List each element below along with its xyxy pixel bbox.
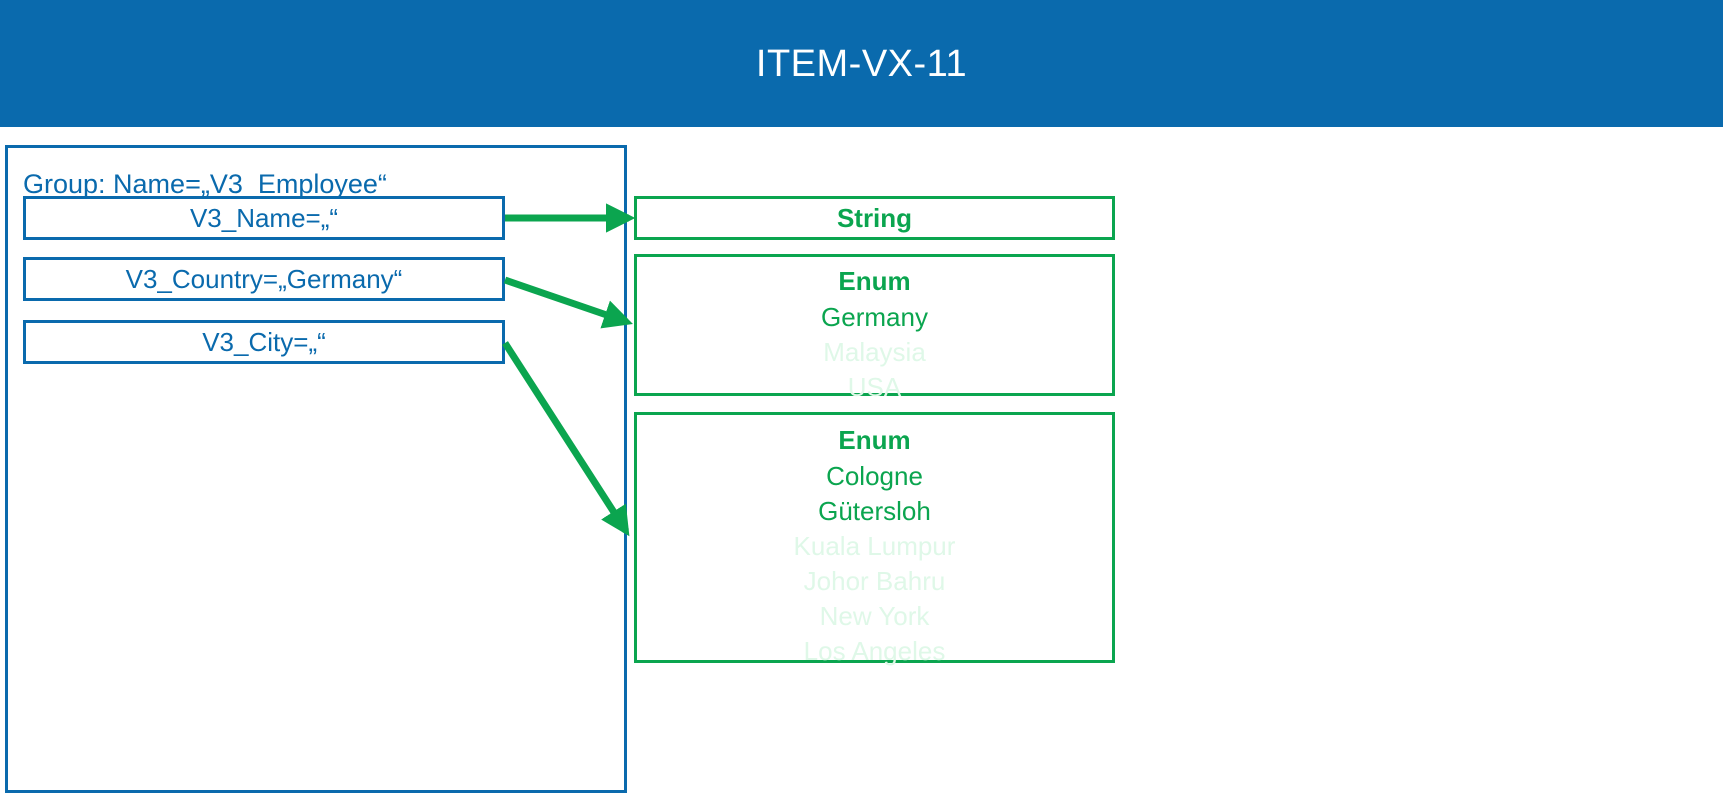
- type-box-enum-country[interactable]: Enum Germany Malaysia USA: [634, 254, 1115, 402]
- enum-option[interactable]: Cologne: [826, 461, 923, 491]
- page-title: ITEM-VX-11: [755, 43, 968, 85]
- field-box-v3-name[interactable]: V3_Name=„“: [23, 196, 505, 240]
- type-box-string[interactable]: String: [634, 196, 1115, 240]
- group-label: Group: Name=„V3_Employee“: [23, 169, 387, 199]
- field-box-v3-city[interactable]: V3_City=„“: [23, 320, 505, 364]
- group-box: [5, 145, 627, 793]
- enum-option[interactable]: Malaysia: [823, 337, 926, 367]
- field-label-v3-city: V3_City=„“: [202, 327, 326, 357]
- field-label-v3-country: V3_Country=„Germany“: [125, 264, 403, 294]
- enum-option[interactable]: Johor Bahru: [803, 566, 946, 596]
- header-banner: ITEM-VX-11: [0, 0, 1723, 127]
- field-label-v3-name: V3_Name=„“: [189, 203, 339, 233]
- enum-option[interactable]: Kuala Lumpur: [793, 531, 956, 561]
- field-box-v3-country[interactable]: V3_Country=„Germany“: [23, 257, 505, 301]
- enum-option[interactable]: USA: [847, 372, 902, 402]
- type-heading-string: String: [836, 203, 913, 233]
- type-heading-enum-city: Enum: [838, 425, 911, 455]
- enum-option[interactable]: Germany: [821, 302, 928, 332]
- enum-option[interactable]: New York: [819, 601, 930, 631]
- enum-option[interactable]: Gütersloh: [818, 496, 931, 526]
- enum-option[interactable]: Los Angeles: [803, 636, 946, 666]
- type-box-enum-city[interactable]: Enum Cologne Gütersloh Kuala Lumpur Joho…: [634, 412, 1115, 666]
- type-heading-enum-country: Enum: [838, 266, 911, 296]
